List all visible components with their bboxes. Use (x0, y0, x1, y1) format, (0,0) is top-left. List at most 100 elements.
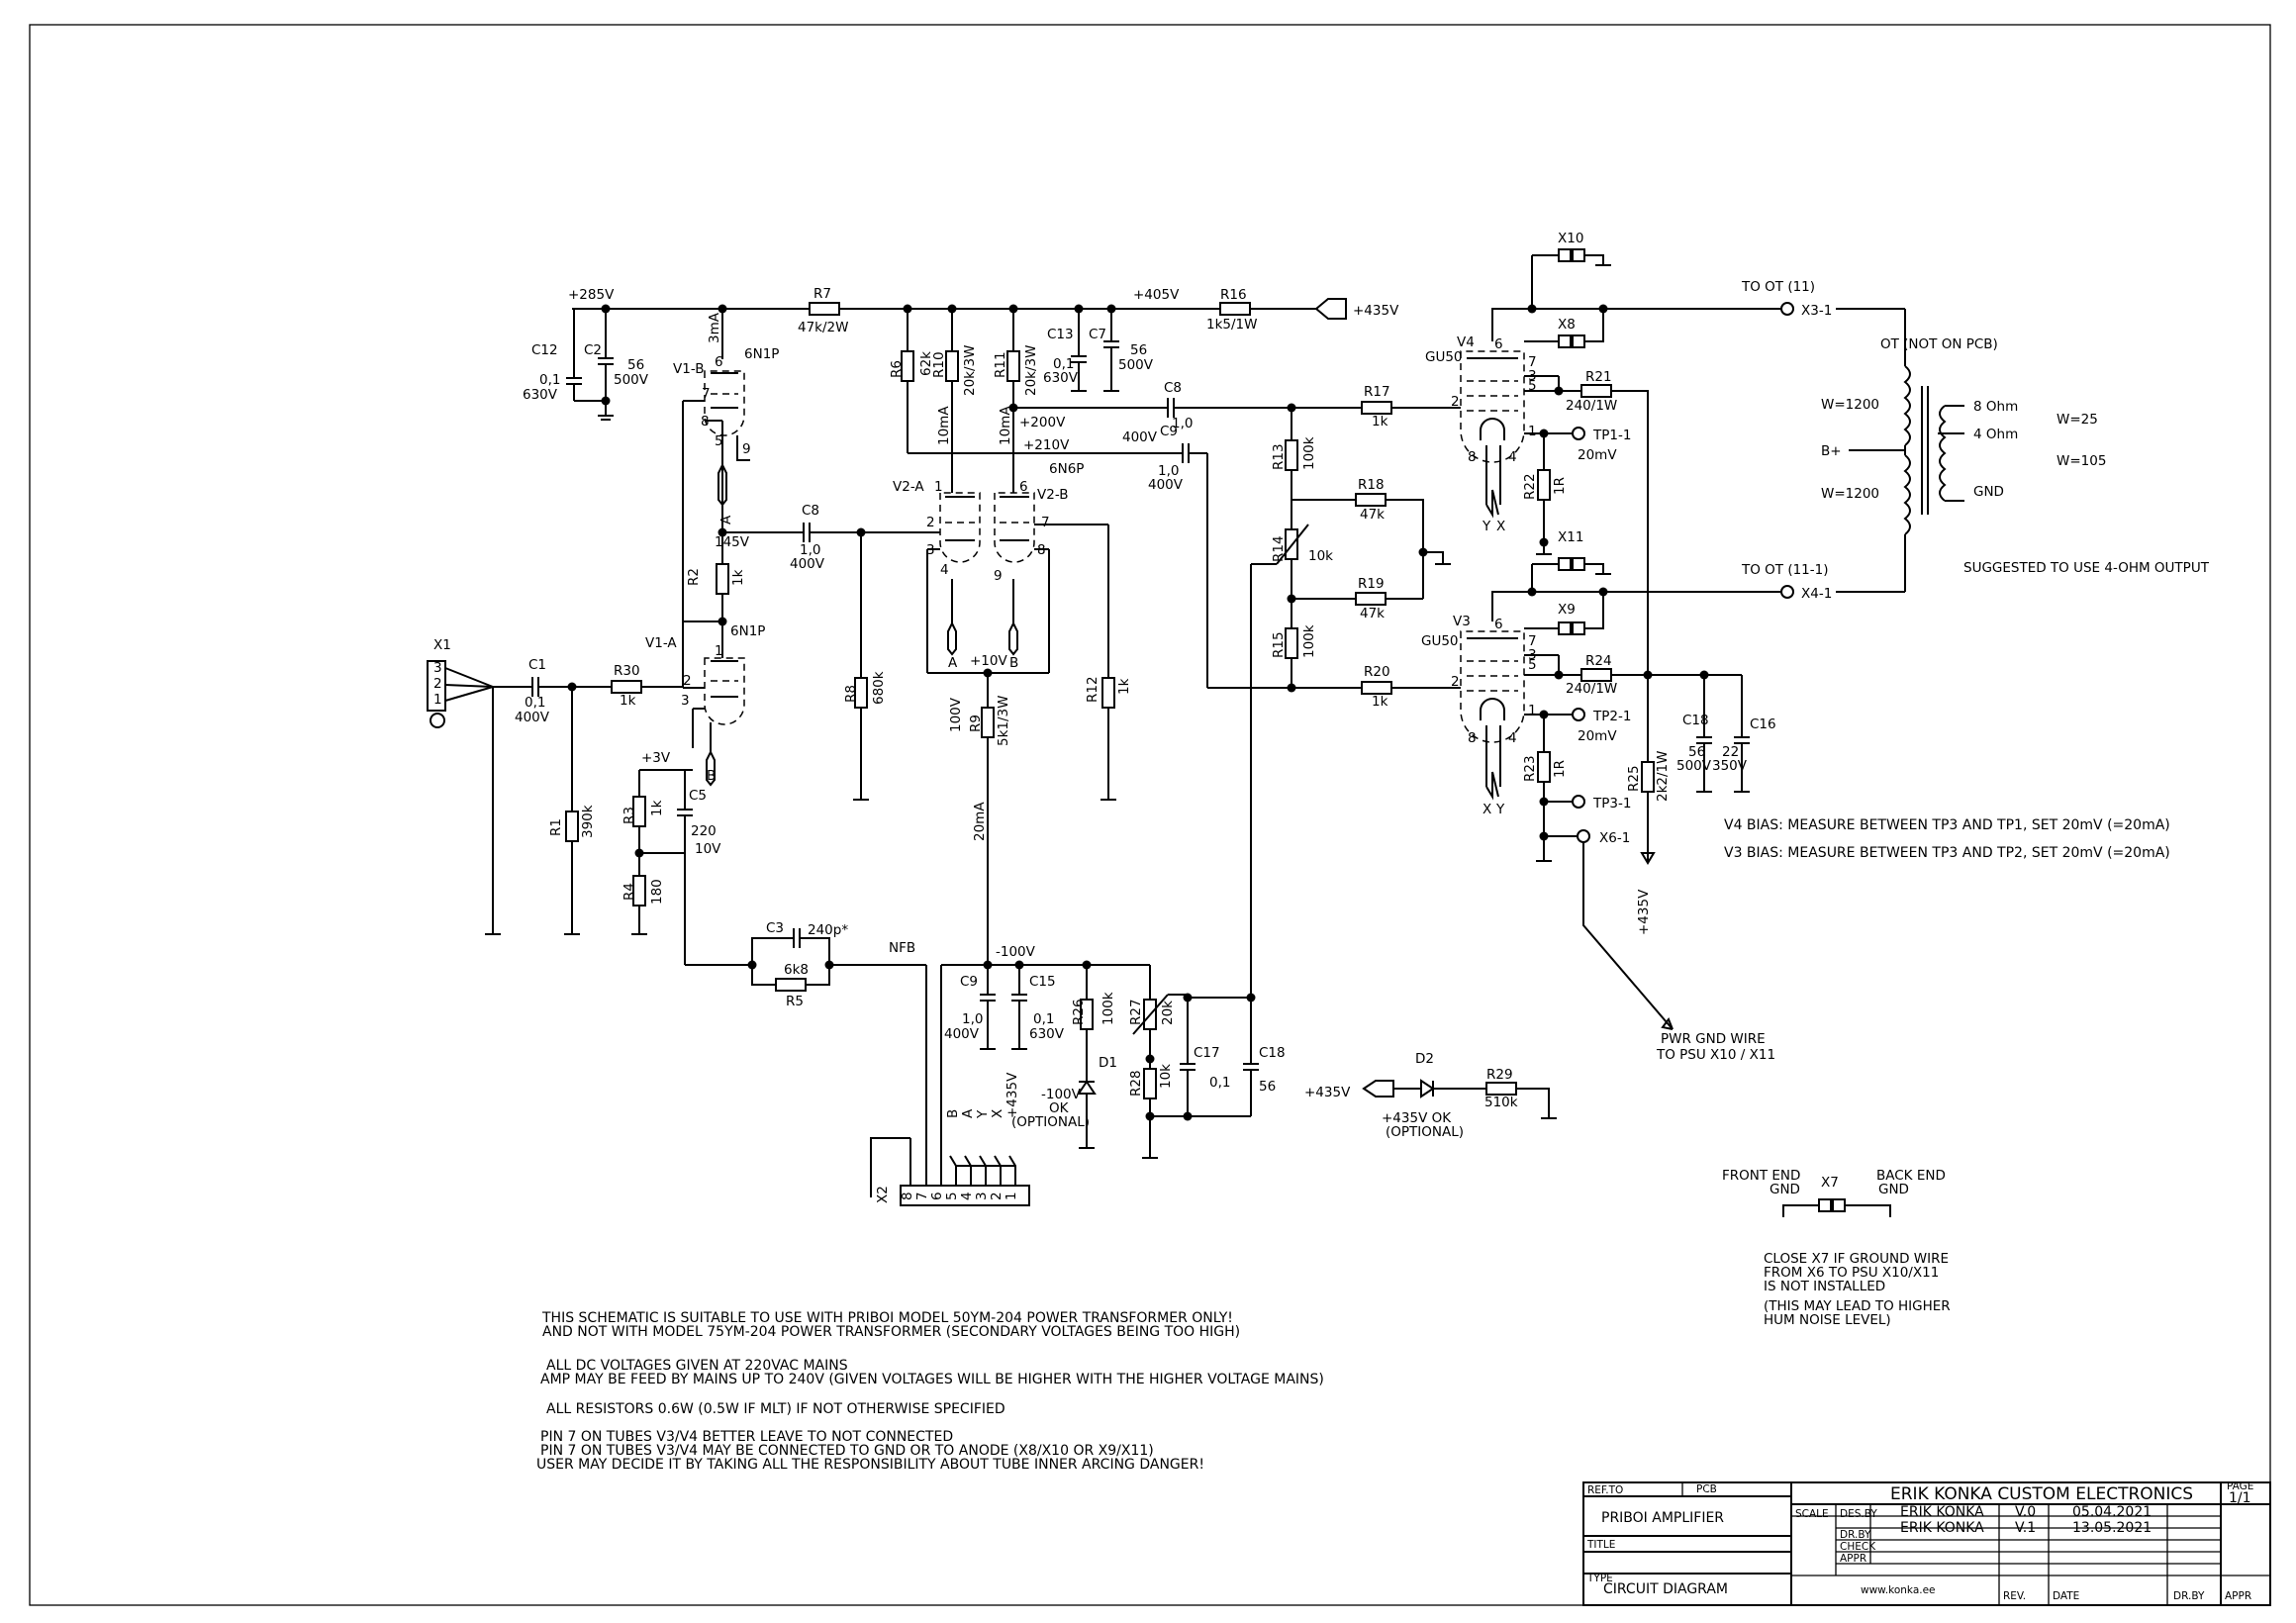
svg-text:Y: Y (975, 1109, 991, 1119)
svg-text:4 Ohm: 4 Ohm (1973, 427, 2018, 442)
svg-text:20mV: 20mV (1578, 728, 1617, 744)
svg-text:PRIBOI AMPLIFIER: PRIBOI AMPLIFIER (1601, 1510, 1724, 1526)
svg-text:56: 56 (1130, 342, 1147, 358)
connector-x1: X1 3 2 1 (427, 637, 532, 935)
svg-text:www.konka.ee: www.konka.ee (1861, 1584, 1936, 1596)
svg-text:R23: R23 (1522, 755, 1538, 782)
svg-text:R29: R29 (1486, 1067, 1513, 1083)
svg-text:400V: 400V (1148, 477, 1184, 493)
svg-text:1k: 1k (1372, 694, 1388, 710)
tube-v2b: 6N6P V2-B 6 7 8 9 B (994, 461, 1108, 673)
svg-text:+285V: +285V (568, 287, 615, 303)
svg-text:3: 3 (681, 693, 690, 709)
svg-text:R27: R27 (1128, 999, 1144, 1025)
svg-text:8: 8 (1468, 730, 1477, 746)
svg-text:PCB: PCB (1696, 1483, 1717, 1495)
resistor-r7: R7 47k/2W (798, 286, 848, 335)
svg-text:1k5/1W: 1k5/1W (1206, 317, 1257, 333)
svg-text:C18: C18 (1682, 713, 1709, 728)
svg-text:R15: R15 (1271, 631, 1287, 658)
svg-text:V2-B: V2-B (1037, 487, 1068, 503)
svg-text:X6-1: X6-1 (1599, 830, 1630, 846)
resistor-r9: 100V R9 5k1/3W 20mA (948, 673, 1011, 965)
svg-text:7: 7 (1528, 354, 1537, 370)
resistor-r12: R12 1k (1085, 525, 1132, 801)
svg-text:1,0: 1,0 (800, 542, 820, 558)
capacitor-c6: C8 1,0 400V (790, 503, 927, 572)
svg-text:1: 1 (1004, 1192, 1019, 1200)
svg-text:C18: C18 (1259, 1045, 1286, 1061)
svg-text:AMP MAY BE FEED BY MAINS UP TO: AMP MAY BE FEED BY MAINS UP TO 240V (GIV… (540, 1372, 1324, 1387)
svg-text:5: 5 (1528, 378, 1537, 394)
resistor-r20: R20 1k (1361, 664, 1461, 710)
svg-text:IS NOT INSTALLED: IS NOT INSTALLED (1764, 1279, 1885, 1294)
svg-text:100V: 100V (948, 697, 964, 732)
svg-text:B: B (1009, 655, 1018, 671)
svg-text:7: 7 (1041, 515, 1050, 530)
svg-text:1k: 1k (1116, 678, 1132, 695)
cathode-network-v1a: +3V R3 1k R4 180 C5 220 10V (622, 750, 721, 965)
svg-text:R17: R17 (1364, 384, 1390, 400)
svg-text:C13: C13 (1047, 327, 1074, 342)
svg-text:R3: R3 (622, 807, 637, 824)
svg-text:10k: 10k (1308, 548, 1333, 564)
svg-text:C8: C8 (802, 503, 819, 519)
svg-text:0,1: 0,1 (1209, 1075, 1230, 1091)
bias-supply: -100V C9 1,0 400V C15 0,1 630V R26 100k … (944, 564, 1286, 1159)
svg-text:20k/3W: 20k/3W (962, 345, 978, 396)
svg-text:R5: R5 (786, 994, 804, 1009)
capacitor-c13: C13 0,1 630V (1043, 309, 1087, 392)
resistor-r8: R8 680k (843, 532, 887, 801)
svg-text:PWR GND WIRE: PWR GND WIRE (1661, 1031, 1766, 1047)
svg-text:+435V: +435V (1004, 1072, 1020, 1118)
svg-text:+435V: +435V (1304, 1085, 1351, 1100)
svg-text:C12: C12 (531, 342, 558, 358)
svg-text:W=105: W=105 (2057, 453, 2106, 469)
svg-text:DATE: DATE (2053, 1590, 2079, 1602)
svg-text:ERIK KONKA: ERIK KONKA (1900, 1504, 1984, 1520)
svg-text:1: 1 (715, 643, 723, 659)
svg-text:R11: R11 (993, 351, 1008, 378)
svg-text:2: 2 (1451, 674, 1460, 690)
svg-text:100k: 100k (1100, 992, 1116, 1025)
plate-loads-v2: R6 62k R10 20k/3W 10mA R11 20k/3W 10mA +… (889, 309, 1183, 493)
svg-text:R1: R1 (548, 818, 564, 836)
svg-text:500V: 500V (1676, 758, 1712, 774)
svg-text:6: 6 (715, 354, 723, 370)
svg-text:R12: R12 (1085, 676, 1100, 703)
svg-text:R26: R26 (1071, 999, 1087, 1025)
svg-text:1: 1 (1528, 703, 1537, 718)
svg-text:1k: 1k (1372, 414, 1388, 430)
svg-text:500V: 500V (614, 372, 649, 388)
svg-text:X2: X2 (875, 1186, 891, 1203)
tube-v1b: 3mA V1-B 6N1P 6 7 8 5 9 A (673, 309, 779, 532)
svg-text:1k: 1k (649, 800, 665, 816)
capacitor-c12: C12 0,1 630V (523, 309, 606, 403)
svg-text:8: 8 (900, 1192, 915, 1200)
svg-text:FRONT END: FRONT END (1722, 1168, 1800, 1184)
svg-text:+435V: +435V (1636, 889, 1652, 935)
svg-text:D2: D2 (1415, 1051, 1434, 1067)
svg-text:FROM X6 TO PSU X10/X11: FROM X6 TO PSU X10/X11 (1764, 1265, 1939, 1281)
svg-text:2k2/1W: 2k2/1W (1655, 751, 1671, 802)
resistor-r16: R16 1k5/1W +435V (1206, 287, 1399, 333)
svg-text:BACK END: BACK END (1876, 1168, 1946, 1184)
svg-text:2: 2 (683, 673, 692, 689)
svg-text:6: 6 (1494, 617, 1503, 632)
capacitor-c7: C7 56 500V (1089, 309, 1154, 392)
svg-text:400V: 400V (515, 710, 550, 725)
svg-text:TO OT (11): TO OT (11) (1741, 279, 1815, 295)
svg-text:C9: C9 (960, 974, 978, 990)
svg-text:HUM NOISE LEVEL): HUM NOISE LEVEL) (1764, 1312, 1891, 1328)
svg-text:10V: 10V (695, 841, 721, 857)
capacitor-c1: C1 0,1 400V (515, 657, 612, 725)
svg-text:400V: 400V (944, 1026, 980, 1042)
svg-text:2: 2 (433, 676, 442, 692)
svg-text:1,0: 1,0 (962, 1011, 983, 1027)
svg-text:R6: R6 (889, 360, 905, 378)
svg-text:13.05.2021: 13.05.2021 (2072, 1520, 2152, 1536)
svg-text:B+: B+ (1821, 443, 1842, 459)
svg-text:240/1W: 240/1W (1566, 681, 1617, 697)
svg-text:1/1: 1/1 (2229, 1490, 2251, 1506)
svg-text:56: 56 (627, 357, 644, 373)
